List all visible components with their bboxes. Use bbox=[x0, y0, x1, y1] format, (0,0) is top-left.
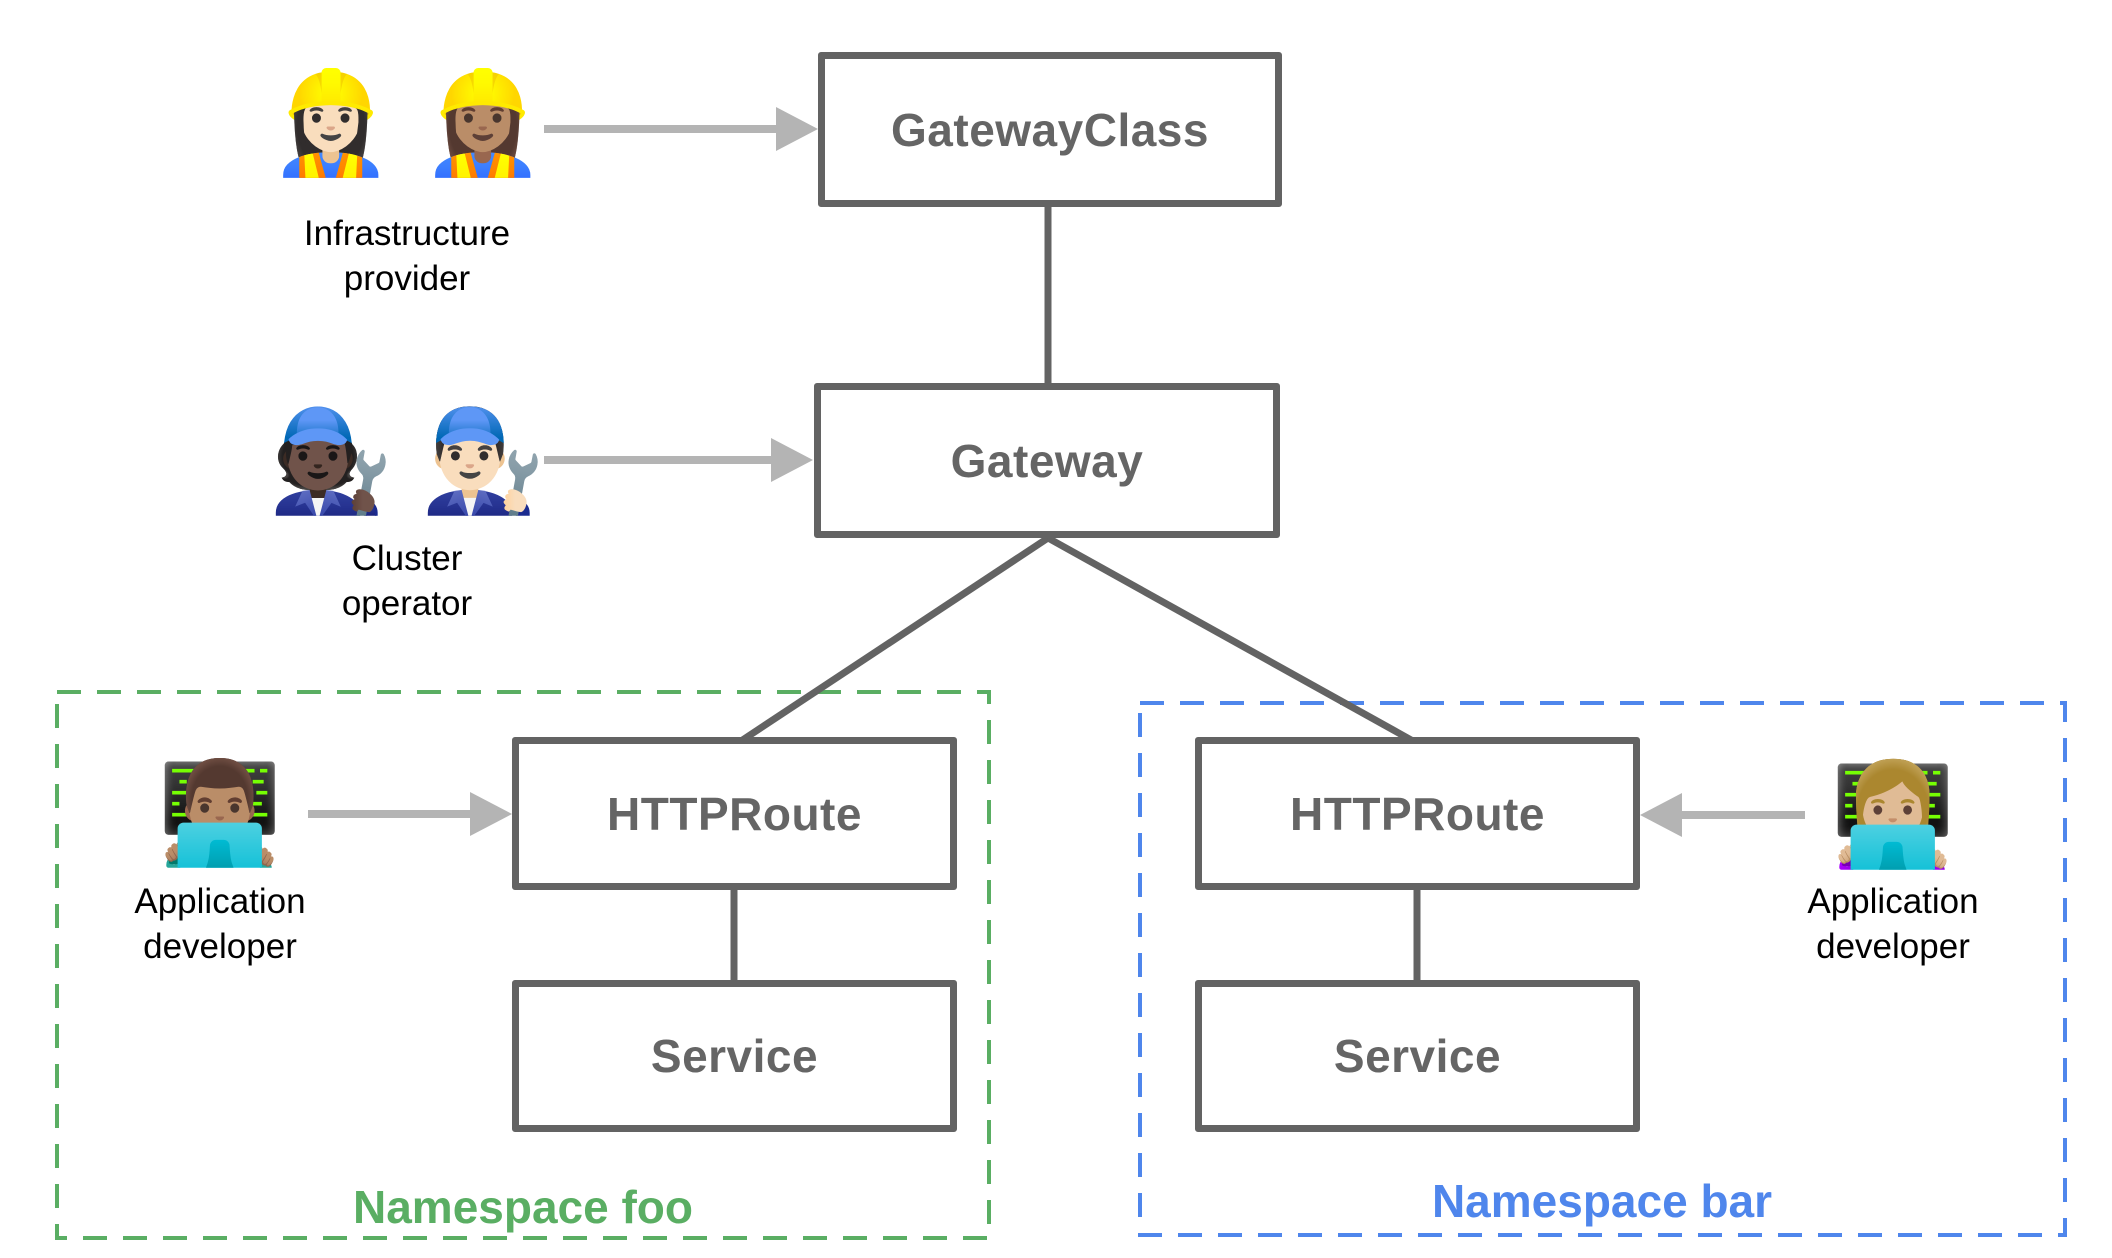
infrastructure-provider-label-line1: Infrastructure bbox=[303, 214, 511, 253]
node-gatewayclass: GatewayClass bbox=[818, 52, 1282, 207]
node-service-bar-label: Service bbox=[1333, 1030, 1502, 1082]
application-developer-foo-label-line1: Application bbox=[134, 882, 306, 921]
infrastructure-provider-label-line2: provider bbox=[343, 258, 471, 298]
node-gateway: Gateway bbox=[814, 383, 1280, 538]
arrow-infrastructure-provider-head-icon bbox=[776, 107, 818, 151]
arrow-app-developer-foo-head-icon bbox=[470, 792, 512, 836]
node-httproute-bar: HTTPRoute bbox=[1195, 737, 1640, 890]
node-service-bar: Service bbox=[1195, 980, 1640, 1132]
application-developer-bar-label-line2: developer bbox=[1816, 926, 1970, 966]
node-service-foo: Service bbox=[512, 980, 957, 1132]
cluster-operator-label: Cluster operator bbox=[157, 537, 657, 627]
application-developer-foo-label-line2: developer bbox=[143, 926, 297, 966]
node-service-foo-label: Service bbox=[650, 1030, 819, 1082]
cluster-operator-emoji-icon: 🧑🏿‍🔧 👨🏻‍🔧 bbox=[268, 405, 546, 517]
application-developer-bar-label: Application developer bbox=[1673, 880, 2112, 970]
infrastructure-provider-emoji-icon: 👷🏻‍♀️ 👷🏽‍♀️ bbox=[268, 67, 546, 179]
node-httproute-foo: HTTPRoute bbox=[512, 737, 957, 890]
infrastructure-provider-label: Infrastructure provider bbox=[157, 212, 657, 302]
cluster-operator-label-line1: Cluster bbox=[351, 539, 463, 578]
node-httproute-foo-label: HTTPRoute bbox=[607, 787, 862, 840]
connector-gateway-httproute-foo bbox=[739, 535, 1050, 744]
application-developer-bar-emoji-icon: 👩🏼‍💻 bbox=[1830, 759, 1956, 871]
arrow-cluster-operator-head-icon bbox=[771, 438, 813, 482]
application-developer-foo-label: Application developer bbox=[0, 880, 440, 970]
namespace-bar-dashed-border bbox=[1138, 701, 2067, 1237]
namespace-foo-label: Namespace foo bbox=[352, 1181, 693, 1233]
application-developer-bar-label-line1: Application bbox=[1807, 882, 1979, 921]
application-developer-foo-emoji-icon: 👨🏽‍💻 bbox=[157, 757, 283, 869]
node-httproute-bar-label: HTTPRoute bbox=[1290, 787, 1545, 840]
cluster-operator-label-line2: operator bbox=[341, 583, 473, 623]
node-gateway-label: Gateway bbox=[950, 434, 1144, 487]
namespace-bar-label: Namespace bar bbox=[1431, 1175, 1773, 1227]
namespace-foo-dashed-border bbox=[55, 690, 991, 1240]
arrow-app-developer-bar-head-icon bbox=[1640, 793, 1682, 837]
node-gatewayclass-label: GatewayClass bbox=[891, 103, 1209, 156]
connector-gateway-httproute-bar bbox=[1046, 534, 1415, 745]
